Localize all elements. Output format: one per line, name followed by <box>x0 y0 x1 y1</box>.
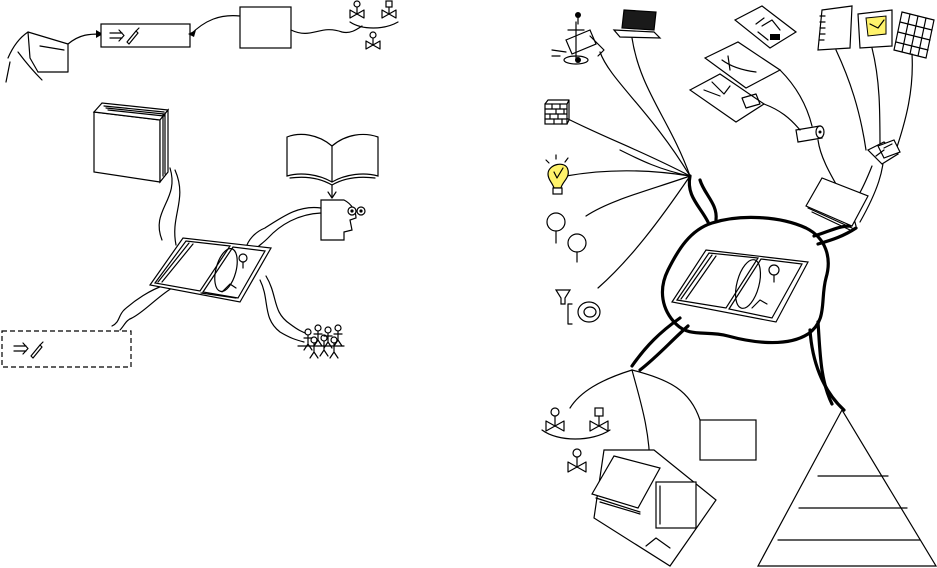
left-panel <box>1 0 399 368</box>
branch-thick <box>687 174 710 224</box>
branch-thick <box>698 178 718 222</box>
connector <box>189 15 241 36</box>
branch <box>158 167 173 241</box>
grid-paper-icon <box>893 11 935 151</box>
people-crowd-icon <box>297 324 345 359</box>
arrow-head <box>188 30 196 37</box>
brick-wall-icon <box>544 99 570 125</box>
open-book-icon <box>857 139 901 197</box>
branch-thick <box>638 324 690 372</box>
valve-symbol-icon <box>349 0 399 50</box>
thin-branches <box>565 37 885 471</box>
branch <box>174 169 181 246</box>
circle-nodes <box>546 212 587 263</box>
closed-book-icon <box>805 177 869 231</box>
right-panel <box>541 5 937 567</box>
hand-document-icon <box>5 31 69 83</box>
double-arrow-pencil-icon <box>100 23 191 48</box>
double-arrow-pencil-icon <box>1 330 132 368</box>
empty-box <box>699 419 757 461</box>
laptop-icon <box>612 9 662 39</box>
branch <box>265 275 309 335</box>
sticky-note-icon <box>857 9 893 151</box>
empty-box <box>239 6 292 49</box>
branch-thick <box>816 226 858 246</box>
closed-book-icon <box>92 102 170 184</box>
branch-thick <box>630 316 682 368</box>
open-book-icon <box>286 133 379 186</box>
pyramid-icon <box>756 408 937 567</box>
branch <box>245 206 322 249</box>
central-cloud <box>660 215 830 345</box>
thinking-head-icon <box>320 184 366 241</box>
lightbulb-icon <box>545 154 569 195</box>
branch <box>111 284 166 327</box>
document-stack-icon <box>591 449 717 567</box>
arrow-head <box>96 30 103 38</box>
connector <box>290 25 363 34</box>
branch <box>259 279 305 343</box>
branch <box>119 287 173 331</box>
spiral-notebook-icon <box>817 5 867 151</box>
microscope-icon <box>551 12 605 65</box>
open-workbook-icon <box>671 249 809 323</box>
valve-symbol-icon <box>541 407 611 473</box>
open-workbook-icon <box>148 237 272 303</box>
branch-thick <box>808 328 846 412</box>
technical-drawing-icon <box>688 5 798 123</box>
paper-roll-icon <box>763 69 825 143</box>
funnel-icon <box>554 289 601 325</box>
branch <box>254 212 322 251</box>
branch-thick <box>816 320 834 406</box>
